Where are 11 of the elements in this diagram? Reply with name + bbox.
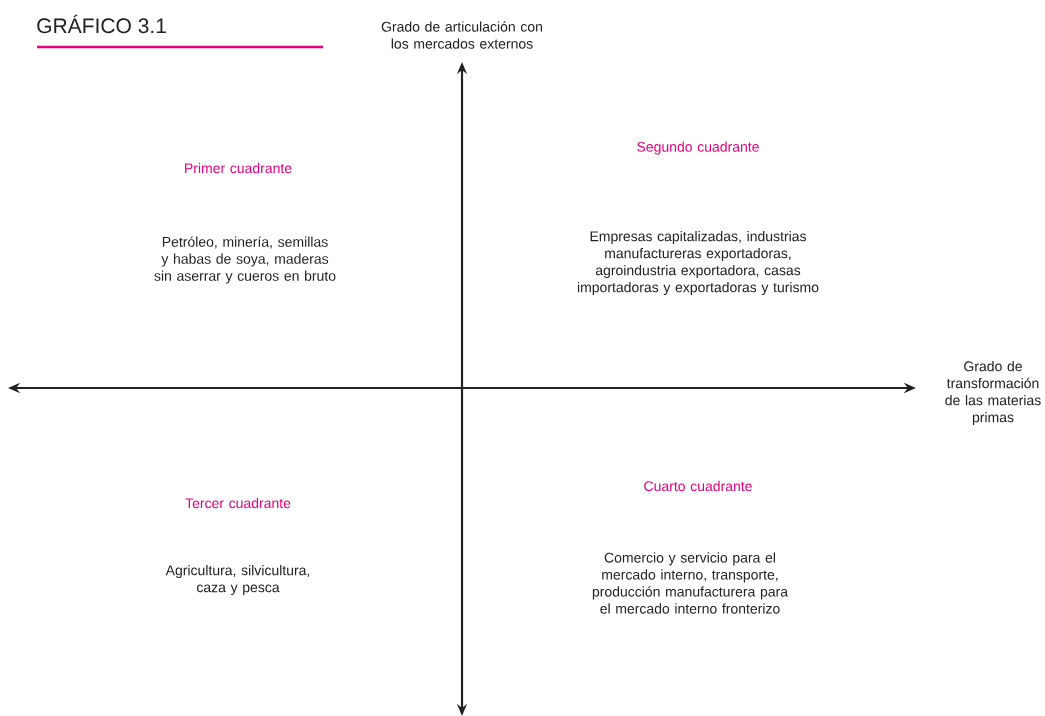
quadrant-heading: Segundo cuadrante xyxy=(637,141,759,155)
title: GRÁFICO 3.1 xyxy=(37,14,166,34)
quadrant-text: Petróleo, minería, semillas y habas de soya, maderas sin aserrar y cueros en bruto xyxy=(154,236,336,284)
quadrant-text: Empresas capitalizadas, industrias manufactureras exportadoras, agroindustria exportadora, casas importadoras y exportadoras y turismo xyxy=(577,231,819,296)
quadrant-text: Comercio y servicio para el mercado interno, transporte, producción manufacturera para el mercado interno fronterizo xyxy=(592,552,789,614)
quadrant-heading: Primer cuadrante xyxy=(185,162,292,174)
axis-label: Grado de articulación con los mercados externos xyxy=(381,21,542,49)
quadrant-text: Agricultura, silvicultura, caza y pesca xyxy=(165,565,310,596)
axis-label: Grado de transformación de las materias primas xyxy=(945,361,1041,426)
quadrant-heading: Tercer cuadrante xyxy=(185,497,291,509)
quadrant-heading: Cuarto cuadrante xyxy=(644,480,752,492)
